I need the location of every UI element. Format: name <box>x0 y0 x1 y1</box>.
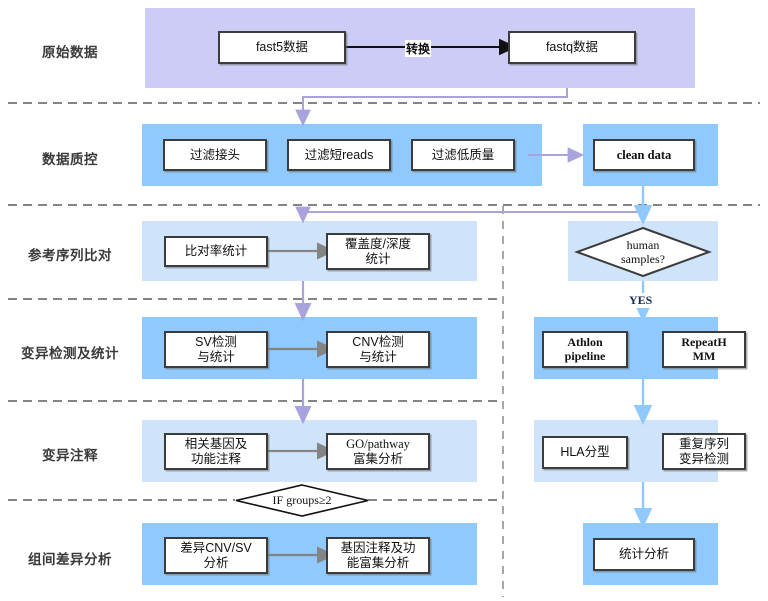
node-diff-cnv-sv-analysis-line2: 分析 <box>203 555 229 570</box>
node-diff-cnv-sv-analysis[interactable]: 差异CNV/SV 分析 <box>164 537 268 574</box>
node-gene-function-annotation-line1: 相关基因及 <box>184 437 248 452</box>
row-label-annotation: 变异注释 <box>42 448 98 463</box>
node-filter-adapter[interactable]: 过滤接头 <box>163 139 267 171</box>
node-clean-data[interactable]: clean data <box>593 139 695 171</box>
edge-label-yes: YES <box>627 293 655 308</box>
row-label-alignment: 参考序列比对 <box>28 248 112 263</box>
node-diff-cnv-sv-analysis-line1: 差异CNV/SV <box>180 541 252 556</box>
row-label-qc: 数据质控 <box>42 152 98 167</box>
node-statistical-analysis[interactable]: 统计分析 <box>593 538 695 571</box>
node-sv-detection-line1: SV检测 <box>195 335 237 350</box>
edge-label-convert: 转换 <box>405 40 432 57</box>
node-hla-typing[interactable]: HLA分型 <box>542 436 628 469</box>
node-coverage-depth-stats-line2: 统计 <box>365 251 391 266</box>
node-filter-short-reads[interactable]: 过滤短reads <box>287 139 391 171</box>
node-diff-gene-annotation-enrichment[interactable]: 基因注释及功 能富集分析 <box>326 537 430 574</box>
node-align-rate-stats[interactable]: 比对率统计 <box>164 236 268 267</box>
node-athlon-pipeline-line2: pipeline <box>564 348 606 363</box>
node-sv-detection-line2: 与统计 <box>197 349 235 364</box>
node-go-pathway-enrichment[interactable]: GO/pathway 富集分析 <box>326 433 430 470</box>
row-label-variant-calling: 变异检测及统计 <box>21 346 119 361</box>
node-repeathmm-line1: RepeatH <box>681 334 727 349</box>
node-cnv-detection-line1: CNV检测 <box>352 335 404 350</box>
decision-if-groups[interactable]: IF groups≥2 <box>235 484 369 517</box>
node-athlon-pipeline-line1: Athlon <box>567 334 603 349</box>
node-athlon-pipeline[interactable]: Athlon pipeline <box>542 331 628 368</box>
node-gene-function-annotation-line2: 功能注释 <box>190 451 241 466</box>
node-gene-function-annotation[interactable]: 相关基因及 功能注释 <box>164 433 268 470</box>
node-repeat-sequence-variant[interactable]: 重复序列 变异检测 <box>662 433 746 470</box>
node-go-pathway-enrichment-line2: 富集分析 <box>352 451 403 466</box>
node-go-pathway-enrichment-line1: GO/pathway <box>346 437 410 452</box>
node-cnv-detection-line2: 与统计 <box>359 349 397 364</box>
node-repeat-sequence-variant-line2: 变异检测 <box>678 451 729 466</box>
node-repeat-sequence-variant-line1: 重复序列 <box>678 437 729 452</box>
node-repeathmm[interactable]: RepeatH MM <box>662 331 746 368</box>
row-label-group-diff: 组间差异分析 <box>28 552 112 567</box>
node-diff-gene-annotation-enrichment-line1: 基因注释及功 <box>340 541 416 556</box>
node-diff-gene-annotation-enrichment-line2: 能富集分析 <box>346 555 410 570</box>
node-fastq[interactable]: fastq数据 <box>508 31 636 64</box>
node-coverage-depth-stats-line1: 覆盖度/深度 <box>345 237 411 252</box>
node-cnv-detection[interactable]: CNV检测 与统计 <box>326 331 430 368</box>
row-label-raw-data: 原始数据 <box>42 45 98 60</box>
node-sv-detection[interactable]: SV检测 与统计 <box>164 331 268 368</box>
node-repeathmm-line2: MM <box>692 348 716 363</box>
decision-human-samples[interactable]: human samples? <box>574 226 712 278</box>
node-filter-low-quality[interactable]: 过滤低质量 <box>411 139 515 171</box>
node-fast5[interactable]: fast5数据 <box>218 31 346 64</box>
node-coverage-depth-stats[interactable]: 覆盖度/深度 统计 <box>326 233 430 270</box>
